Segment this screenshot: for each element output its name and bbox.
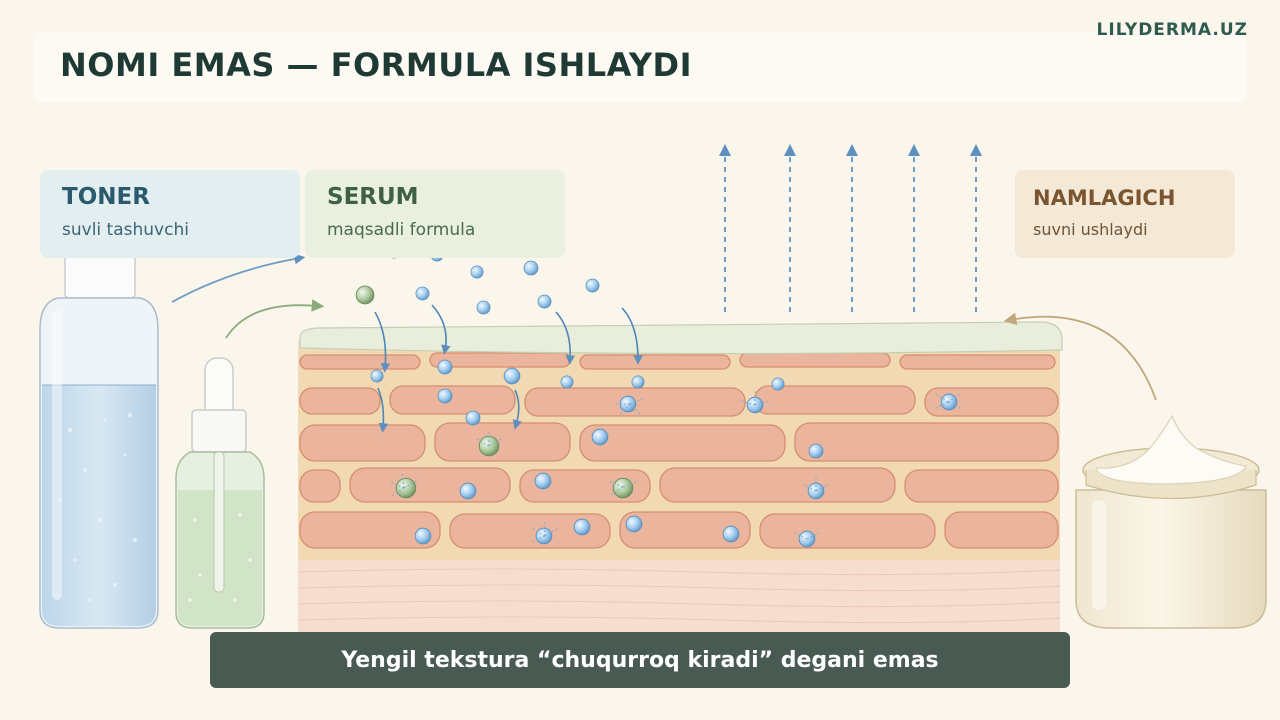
serum-dropper-bottle-icon	[175, 357, 265, 629]
moisturizer-subtitle: suvni ushlaydi	[1033, 220, 1148, 239]
droplets-in-skin	[370, 359, 961, 548]
toner-heading: TONER	[62, 184, 150, 210]
serum-label-card: SERUM maqsadli formula	[305, 170, 565, 258]
cream-jar-icon	[1075, 414, 1267, 629]
toner-bottle-icon	[39, 251, 159, 629]
toner-label-card: TONER suvli tashuvchi	[40, 170, 300, 258]
penetration-arrows	[374, 304, 643, 433]
brand-logo: LILYDERMA.UZ	[1096, 20, 1248, 40]
serum-subtitle: maqsadli formula	[327, 220, 476, 240]
caption-banner: Yengil tekstura “chuqurroq kiradi” degan…	[210, 632, 1070, 688]
toner-subtitle: suvli tashuvchi	[62, 220, 189, 240]
toner-flow-arrow	[171, 253, 306, 303]
moisturizer-label-card: NAMLAGICH suvni ushlaydi	[1015, 170, 1235, 258]
moisturizer-heading: NAMLAGICH	[1033, 186, 1176, 210]
moisturizer-flow-arrow	[1003, 312, 1157, 401]
evaporation-arrows	[719, 144, 982, 312]
skin-layer-diagram	[297, 321, 1063, 632]
title-banner	[34, 32, 1246, 102]
serum-flow-arrow	[225, 299, 325, 339]
moisturizer-film	[299, 321, 1063, 355]
page-title: NOMI EMAS — FORMULA ISHLAYDI	[60, 46, 692, 84]
serum-heading: SERUM	[327, 184, 419, 210]
